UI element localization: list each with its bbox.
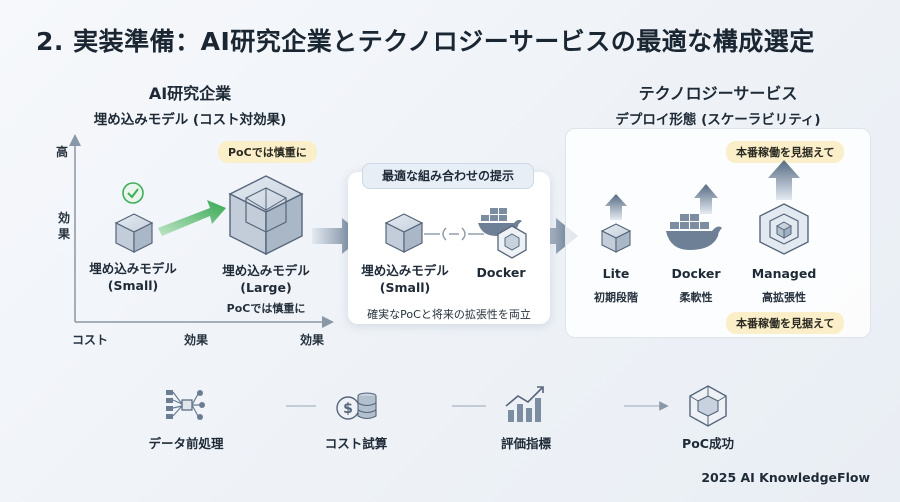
managed-label: Managed — [751, 266, 817, 281]
small-model-label: 埋め込みモデル (Small) — [89, 261, 177, 293]
docker-label: Docker — [671, 266, 721, 281]
lite-label: Lite — [602, 266, 630, 281]
docker-deploy-icon — [666, 184, 722, 250]
axis-y-high: 高 — [56, 145, 69, 159]
flow-label-preprocessing: データ前処理 — [148, 436, 224, 451]
right-subheading: デプロイ形態 (スケーラビリティ) — [615, 112, 821, 128]
left-subheading: 埋め込みモデル (コスト対効果) — [93, 112, 287, 128]
right-callout-bottom: 本番稼働を見据えて — [726, 312, 845, 334]
docker-sub: 柔軟性 — [679, 291, 713, 304]
check-icon — [122, 182, 144, 204]
small-cube-icon — [114, 213, 154, 253]
flow-label-cost: コスト試算 — [324, 436, 388, 451]
right-section-header: テクノロジーサービス デプロイ形態 (スケーラビリティ) — [565, 80, 871, 128]
axis-x-mid-label: 効果 — [184, 333, 209, 347]
right-callout-top: 本番稼働を見据えて — [726, 141, 845, 163]
left-section-header: AI研究企業 埋め込みモデル (コスト対効果) — [60, 80, 320, 128]
axis-x-right-label: 効果 — [300, 333, 325, 347]
axis-x-left-label: コスト — [72, 333, 109, 347]
small-cube-icon — [384, 213, 424, 253]
svg-text:$: $ — [343, 401, 353, 417]
link-connector-icon — [424, 227, 484, 241]
left-callout: PoCでは慎重に — [218, 141, 317, 163]
growth-arrow-icon — [158, 200, 226, 236]
poc-success-cube-icon — [689, 385, 727, 427]
center-model-label: 埋め込みモデル (Small) — [361, 263, 449, 295]
left-heading: AI研究企業 — [148, 84, 232, 103]
large-cube-icon — [228, 175, 304, 256]
axis-y-label: 効 果 — [58, 211, 71, 241]
flow-label-poc: PoC成功 — [682, 436, 734, 451]
footer-credit: 2025 AI KnowledgeFlow — [701, 470, 870, 485]
center-caption: 確実なPoCと将来の拡張性を両立 — [367, 308, 531, 321]
lite-sub: 初期段階 — [594, 291, 638, 304]
page-title: 2. 実装準備：AI研究企業とテクノロジーサービスの最適な構成選定 — [36, 27, 815, 56]
flow-label-metrics: 評価指標 — [500, 436, 551, 451]
cost-estimate-icon: $ — [336, 392, 377, 420]
managed-cube-icon — [759, 160, 809, 255]
data-preprocessing-icon — [166, 390, 205, 420]
center-docker-label: Docker — [476, 265, 526, 280]
docker-icon — [478, 208, 527, 259]
lite-cube-icon — [600, 194, 632, 253]
large-model-note: PoCでは慎重に — [226, 302, 306, 315]
large-model-label: 埋め込みモデル (Large) — [222, 263, 310, 295]
bar-chart-icon — [505, 386, 544, 422]
managed-sub: 高拡張性 — [762, 291, 806, 304]
right-heading: テクノロジーサービス — [638, 84, 798, 103]
center-tag: 最適な組み合わせの提示 — [362, 163, 534, 189]
